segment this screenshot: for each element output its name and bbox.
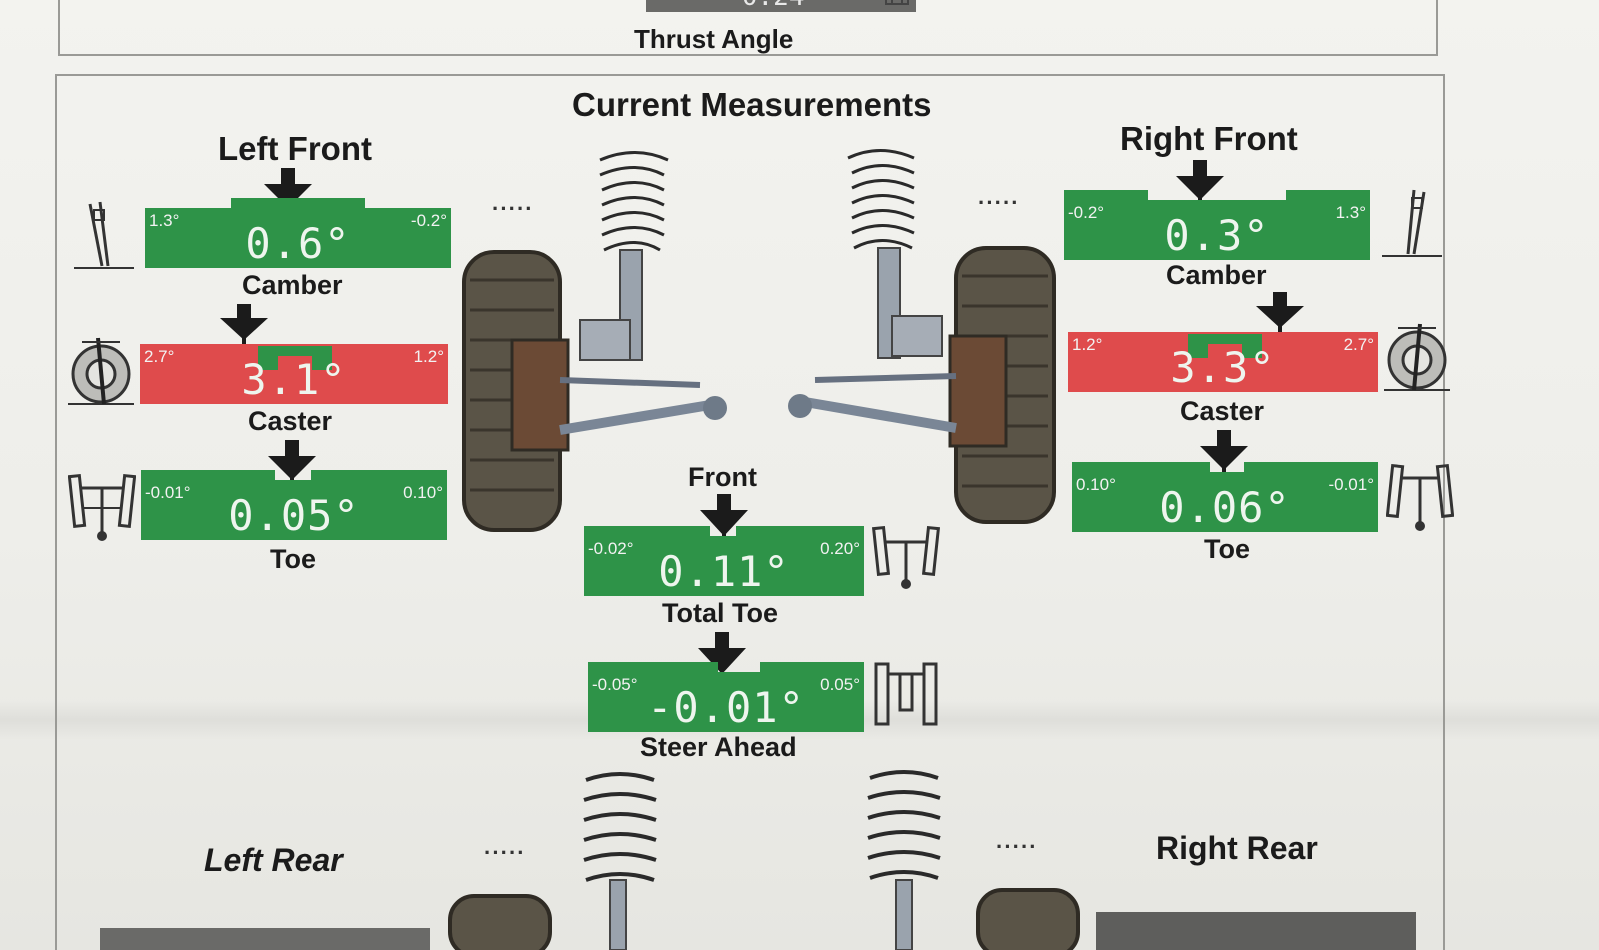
right-toe-icon xyxy=(1386,463,1454,531)
right-toe-gauge: 0.10° -0.01° 0.06° xyxy=(1072,462,1378,532)
total-toe-value: 0.11° xyxy=(658,547,790,596)
left-toe-max: 0.10° xyxy=(403,483,443,502)
steer-ahead-gauge: -0.05° 0.05° -0.01° xyxy=(588,662,864,732)
camber-icon xyxy=(74,201,134,269)
current-measurements-frame xyxy=(55,74,1445,950)
left-caster-label: Caster xyxy=(248,406,333,436)
left-caster-value: 3.1° xyxy=(241,355,347,404)
total-toe-gauge: -0.02° 0.20° 0.11° xyxy=(584,526,864,596)
right-camber-max: 1.3° xyxy=(1335,203,1366,222)
left-toe-gauge: -0.01° 0.10° 0.05° xyxy=(141,470,447,540)
right-toe-max: -0.01° xyxy=(1328,475,1374,494)
right-camber-gauge: -0.2° 1.3° 0.3° xyxy=(1064,190,1370,260)
right-front-title: Right Front xyxy=(1120,120,1298,157)
left-front-title: Left Front xyxy=(218,130,372,167)
left-caster-gauge: 2.7° 1.2° 3.1° xyxy=(140,334,448,404)
right-rear-title: Right Rear xyxy=(1156,830,1318,866)
left-rear-gauge-partial xyxy=(100,928,430,950)
left-camber-gauge: 1.3° -0.2° 0.6° xyxy=(145,198,451,268)
steer-ahead-min: -0.05° xyxy=(592,675,638,694)
left-caster-arrow xyxy=(220,304,268,344)
right-camber-label: Camber xyxy=(1166,260,1267,290)
total-toe-icon xyxy=(872,525,940,589)
rear-suspension-illustration xyxy=(448,770,1080,950)
thrust-angle-bar: 0.24° xyxy=(646,0,916,12)
right-toe-value: 0.06° xyxy=(1159,483,1291,532)
right-caster-icon xyxy=(1384,323,1450,391)
toe-icon xyxy=(68,473,136,541)
right-front-dots: ····· xyxy=(978,190,1020,215)
right-camber-min: -0.2° xyxy=(1068,203,1105,222)
left-toe-min: -0.01° xyxy=(145,483,191,502)
right-toe-label: Toe xyxy=(1204,534,1250,564)
total-toe-label: Total Toe xyxy=(662,598,778,628)
right-caster-max: 2.7° xyxy=(1343,335,1374,354)
left-camber-max: -0.2° xyxy=(410,211,447,230)
steer-ahead-value: -0.01° xyxy=(647,683,805,732)
left-rear-title: Left Rear xyxy=(204,842,343,878)
thrust-angle-value: 0.24° xyxy=(742,0,820,12)
right-caster-value: 3.3° xyxy=(1170,343,1276,392)
left-camber-value: 0.6° xyxy=(245,219,351,268)
right-caster-gauge: 1.2° 2.7° 3.3° xyxy=(1068,322,1378,392)
left-front-dots: ····· xyxy=(492,196,534,221)
total-toe-max: 0.20° xyxy=(820,539,860,558)
right-camber-value: 0.3° xyxy=(1164,211,1270,260)
left-caster-max: 1.2° xyxy=(413,347,444,366)
right-camber-icon xyxy=(1382,189,1442,257)
left-toe-label: Toe xyxy=(270,544,316,574)
left-camber-min: 1.3° xyxy=(149,211,180,230)
right-toe-min: 0.10° xyxy=(1076,475,1116,494)
left-toe-value: 0.05° xyxy=(228,491,360,540)
left-camber-label: Camber xyxy=(242,270,343,300)
thrust-angle-frame: 0.24° xyxy=(58,0,1438,56)
right-caster-arrow xyxy=(1256,292,1304,332)
left-rear-dots: ····· xyxy=(484,840,526,865)
section-title: Current Measurements xyxy=(572,86,932,123)
thrust-icon xyxy=(885,0,909,5)
front-title: Front xyxy=(688,462,757,492)
steer-ahead-max: 0.05° xyxy=(820,675,860,694)
left-caster-min: 2.7° xyxy=(144,347,175,366)
right-rear-gauge-partial xyxy=(1096,912,1416,950)
thrust-angle-label: Thrust Angle xyxy=(634,24,794,54)
caster-icon xyxy=(68,337,134,405)
front-suspension-illustration xyxy=(462,149,1056,532)
steer-ahead-label: Steer Ahead xyxy=(640,732,797,762)
total-toe-min: -0.02° xyxy=(588,539,634,558)
right-caster-label: Caster xyxy=(1180,396,1265,426)
steer-ahead-icon xyxy=(874,662,938,726)
right-caster-min: 1.2° xyxy=(1072,335,1103,354)
right-rear-dots: ····· xyxy=(996,834,1038,859)
